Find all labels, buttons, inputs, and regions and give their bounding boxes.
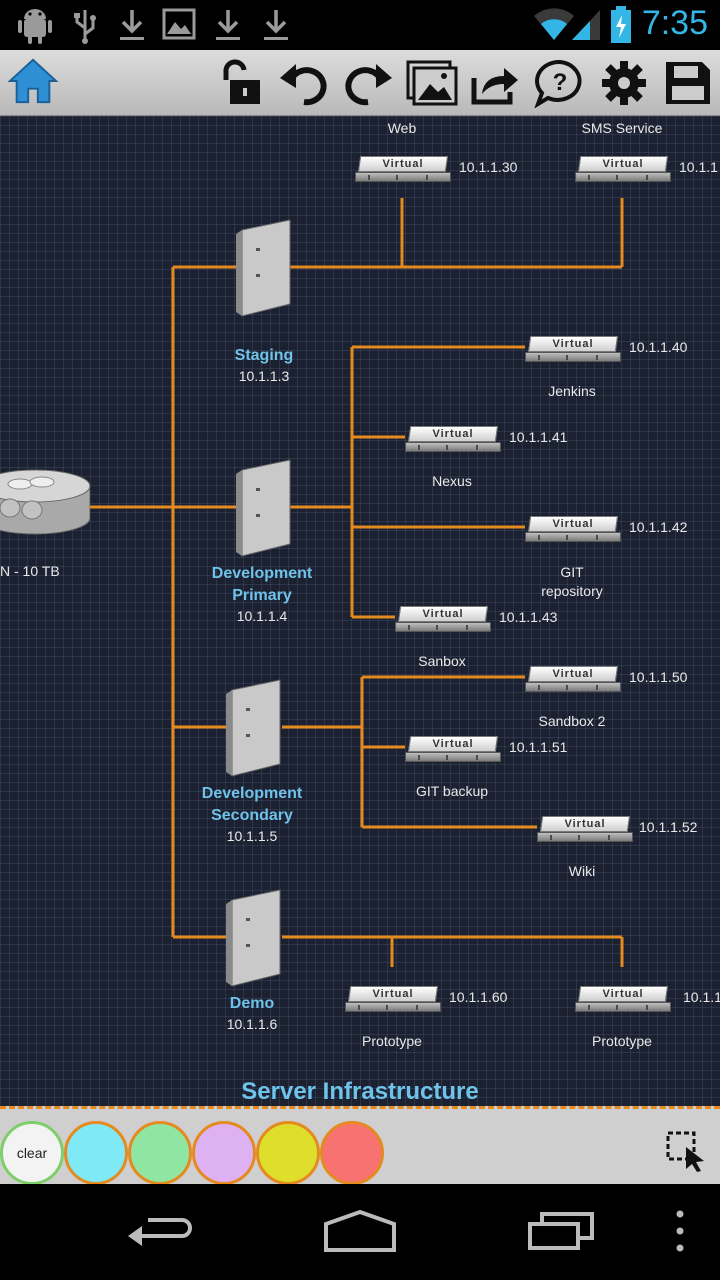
vm-prototype-1[interactable]: Virtual [345,986,441,1016]
vm-prototype-1-ip: 10.1.1.60 [449,989,508,1005]
unlock-icon[interactable] [214,58,266,108]
diagram-title: Server Infrastructure [241,1078,479,1105]
recent-apps-icon[interactable] [526,1206,598,1256]
home-nav-icon[interactable] [322,1206,398,1256]
color-swatch-yellow[interactable] [256,1121,320,1185]
overflow-menu-icon[interactable] [672,1206,688,1256]
primary-vm-bus [290,345,525,619]
staging-vm-bus [290,198,624,269]
connection-lines [90,198,624,967]
signal-icon [572,10,600,40]
vm-sms-service-label: SMS Service [581,120,663,136]
secondary-vm-bus [282,675,537,829]
vm-git-backup-label: GIT backup [415,783,489,799]
vm-prototype-2[interactable]: Virtual [575,986,671,1016]
clock: 7:35 [641,4,708,42]
vm-wiki[interactable]: Virtual [537,816,633,846]
vm-sandbox-2-ip: 10.1.1.50 [629,669,688,685]
vm-git-repository[interactable]: Virtual [525,516,621,546]
vm-jenkins-label: Jenkins [548,383,596,399]
selection-tool-icon[interactable] [666,1131,708,1173]
vm-wiki-label: Wiki [568,863,596,879]
color-swatch-cyan[interactable] [64,1121,128,1185]
vm-sanbox-ip: 10.1.1.43 [499,609,558,625]
vm-prototype-2-ip: 10.1.1 [683,989,720,1005]
redo-icon[interactable] [342,58,394,108]
diagram-canvas[interactable]: N - 10 TB Staging 10.1.1.3 Development P… [0,116,720,1106]
back-icon[interactable] [124,1206,196,1256]
vm-prototype-1-label: Prototype [362,1033,422,1049]
staging-server-name: Staging [234,347,294,364]
vm-nexus-label: Nexus [432,473,472,489]
color-swatch-lavender[interactable] [192,1121,256,1185]
vm-sandbox-2[interactable]: Virtual [525,666,621,696]
color-palette-bar: clear [0,1106,720,1185]
vm-prototype-2-label: Prototype [592,1033,652,1049]
staging-server-icon[interactable] [234,218,294,318]
save-icon[interactable] [662,58,714,108]
insert-image-icon[interactable] [406,58,458,108]
clear-color-button[interactable]: clear [0,1121,64,1185]
usb-icon [74,10,96,44]
development-secondary-server-name: Development Secondary [201,785,303,824]
storage-label: N - 10 TB [0,563,60,579]
demo-server-ip: 10.1.1.6 [226,1016,278,1032]
vm-web-label: Web [387,120,417,136]
color-swatch-green[interactable] [128,1121,192,1185]
vm-sanbox-label: Sanbox [418,653,466,669]
download-icon-2 [216,10,240,40]
vm-git-repository-label: GIT repository [541,564,603,599]
development-secondary-server-ip: 10.1.1.5 [226,828,278,844]
vm-wiki-ip: 10.1.1.52 [639,819,698,835]
android-icon [18,9,52,44]
help-icon[interactable]: ? [534,58,586,108]
demo-server-icon[interactable] [224,888,284,988]
storage-icon [0,469,91,535]
wifi-icon [534,8,574,40]
download-icon [120,10,144,40]
color-swatch-red[interactable] [320,1121,384,1185]
vm-sms-service-ip: 10.1.1 [679,159,718,175]
navigation-bar [0,1184,720,1280]
vm-git-repository-ip: 10.1.1.42 [629,519,688,535]
image-icon [162,8,196,40]
staging-server-ip: 10.1.1.3 [238,368,290,384]
download-icon-3 [264,10,288,40]
vm-web[interactable]: Virtual [355,156,451,186]
vm-jenkins[interactable]: Virtual [525,336,621,366]
vm-web-ip: 10.1.1.30 [459,159,518,175]
vm-sandbox-2-label: Sandbox 2 [538,713,606,729]
development-primary-server-ip: 10.1.1.4 [236,608,288,624]
vm-sanbox[interactable]: Virtual [395,606,491,636]
development-primary-server-icon[interactable] [234,458,294,558]
vm-git-backup[interactable]: Virtual [405,736,501,766]
vm-git-backup-ip: 10.1.1.51 [509,739,568,755]
status-bar: 7:35 [0,0,720,50]
vm-nexus[interactable]: Virtual [405,426,501,456]
vm-sms-service[interactable]: Virtual [575,156,671,186]
vm-nexus-ip: 10.1.1.41 [509,429,568,445]
settings-icon[interactable] [598,58,650,108]
vm-jenkins-ip: 10.1.1.40 [629,339,688,355]
home-icon[interactable] [6,56,60,106]
undo-icon[interactable] [278,58,330,108]
toolbar: ? [0,50,720,116]
demo-vm-bus [282,935,624,967]
development-primary-server-name: Development Primary [211,565,313,604]
demo-server-name: Demo [229,995,275,1012]
share-icon[interactable] [470,58,522,108]
battery-icon [611,6,631,43]
development-secondary-server-icon[interactable] [224,678,284,778]
svg-text:?: ? [553,69,568,96]
storage-array[interactable] [0,468,91,538]
